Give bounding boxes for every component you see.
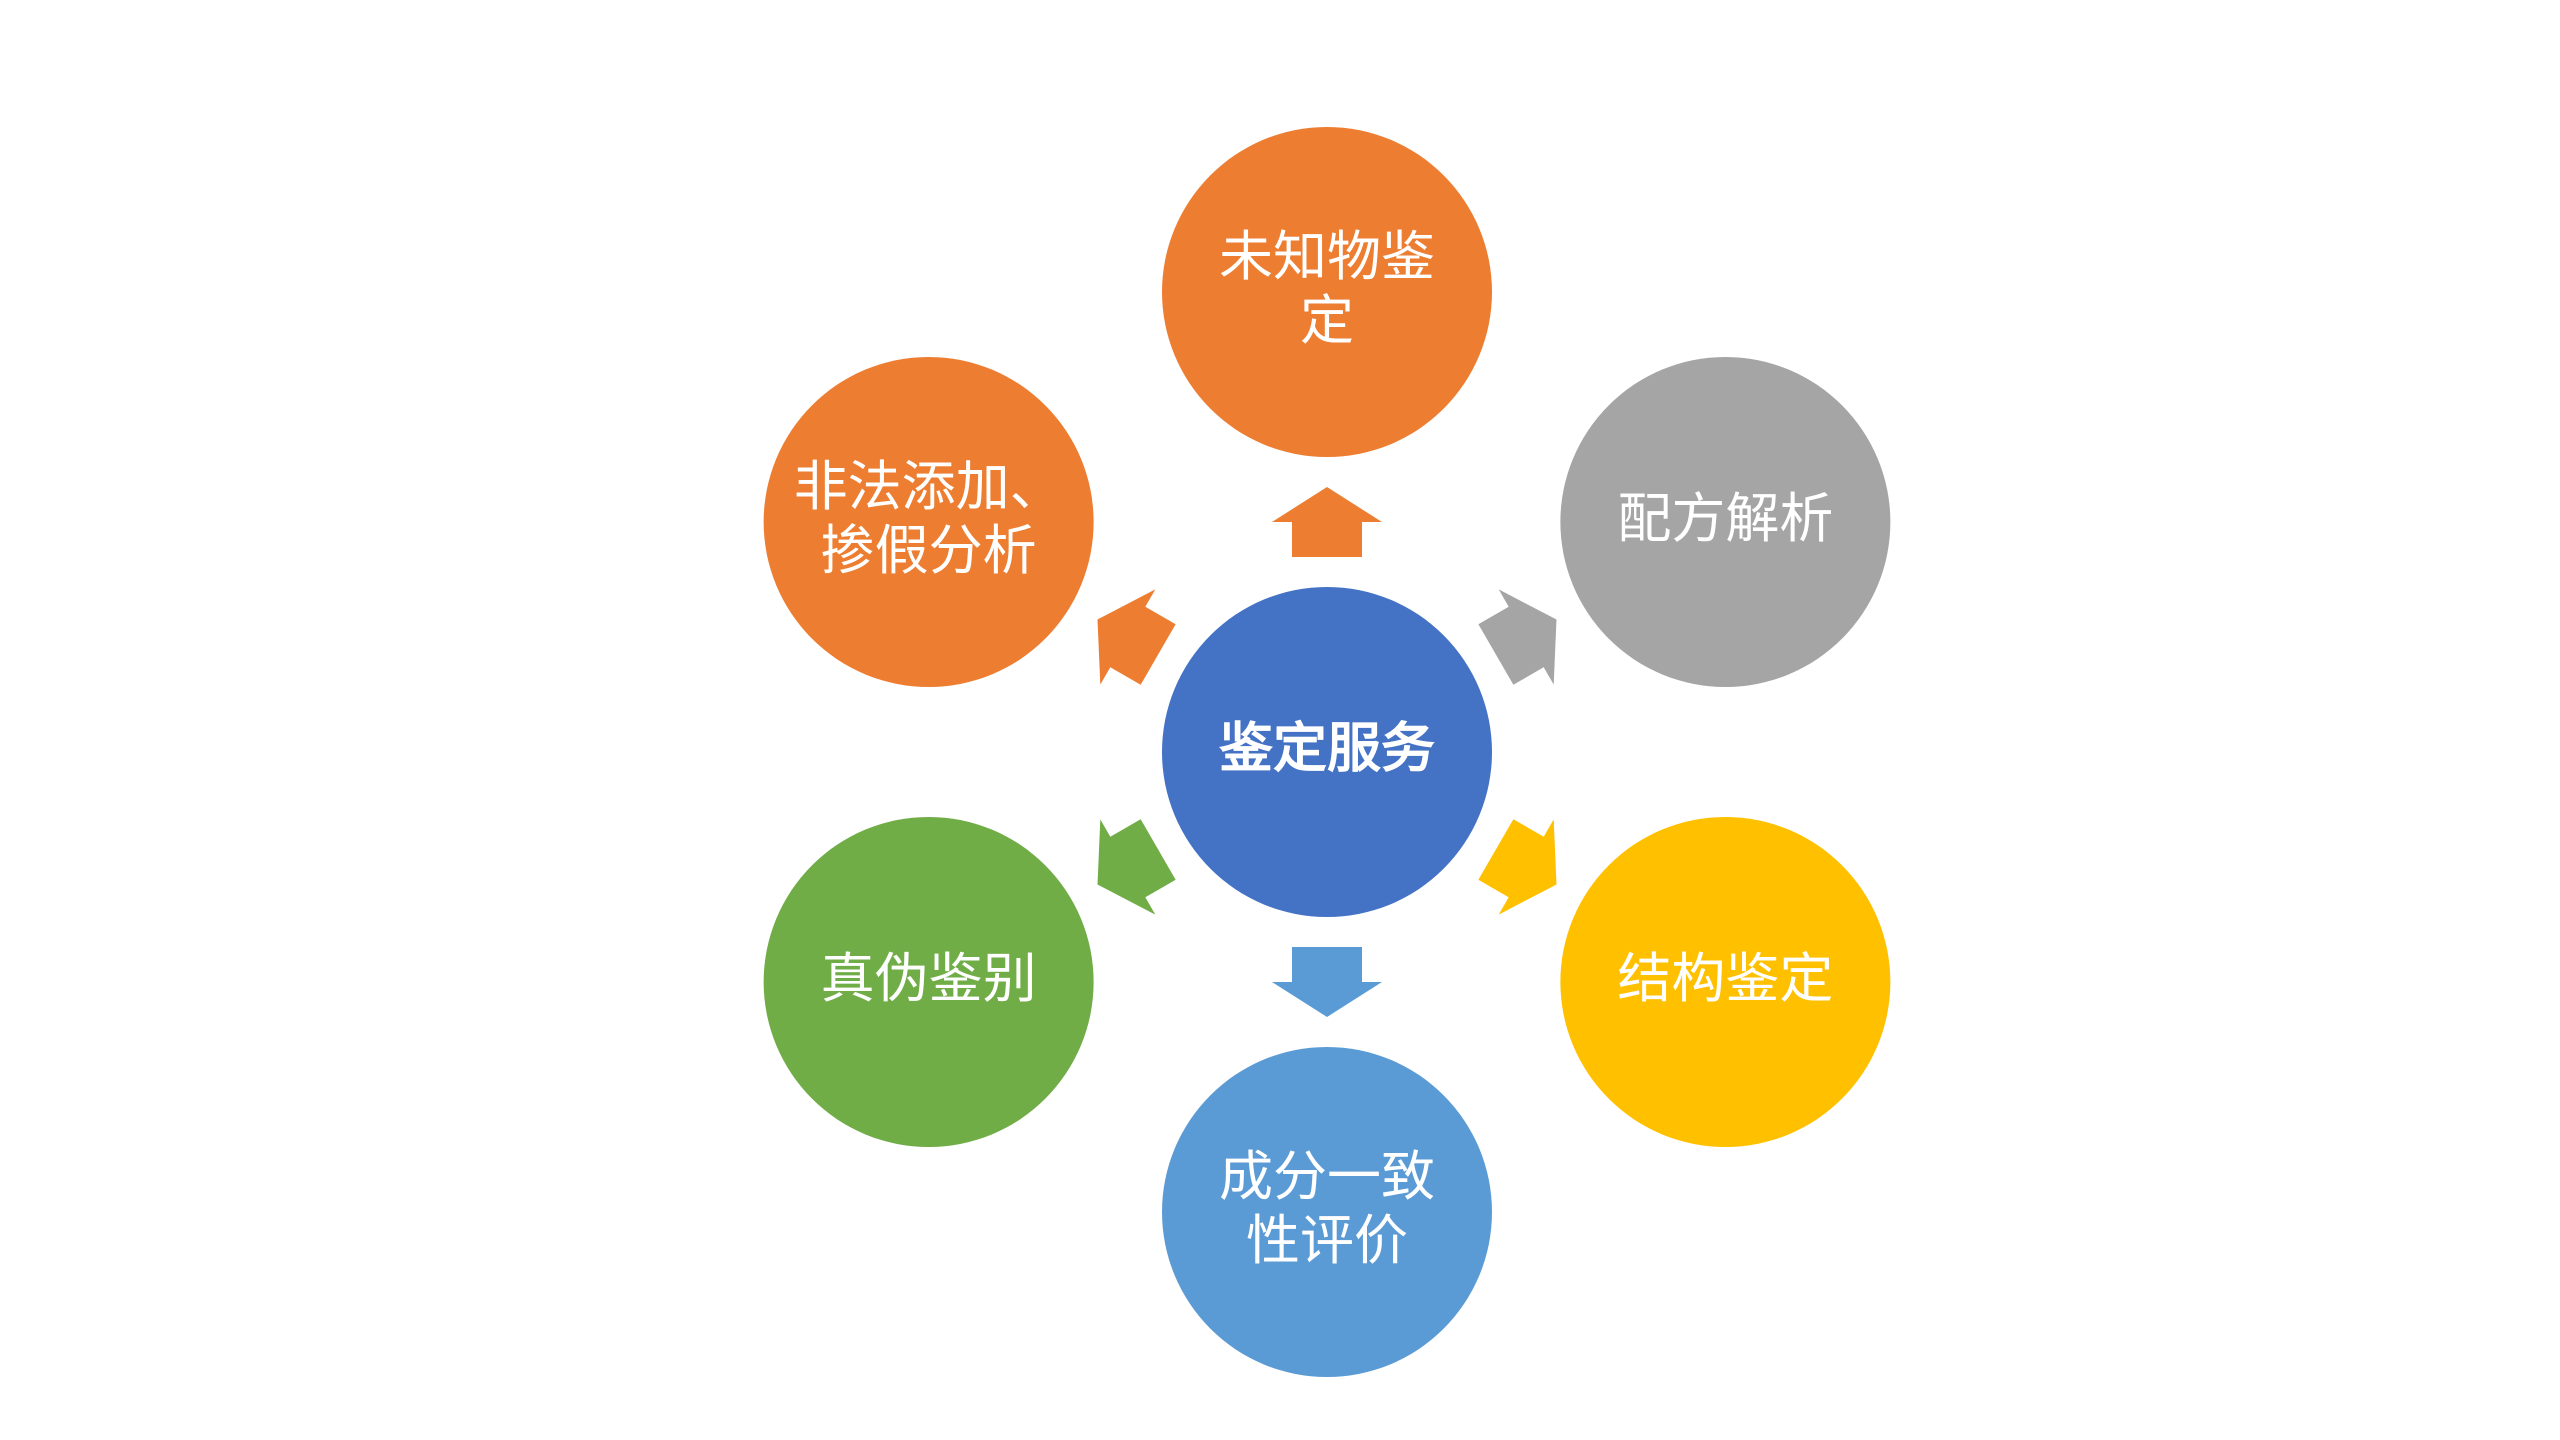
center-node: 鉴定服务 [1162,587,1492,917]
center-label: 鉴定服务 [1219,717,1435,780]
node-circle-authenticity [763,817,1094,1147]
center-circle [1162,587,1492,917]
node-circle-unknown [1162,127,1492,457]
arrow-adulteration [1097,589,1176,685]
node-label-line: 真伪鉴别 [821,947,1037,1010]
node-label-unknown: 未知物鉴定 [1219,225,1435,352]
node-label-structure: 结构鉴定 [1617,947,1833,1010]
node-formula: 配方解析 [1560,357,1891,687]
arrow-formula [1478,589,1557,685]
node-authenticity: 真伪鉴别 [763,817,1094,1147]
node-label-formula: 配方解析 [1617,487,1833,550]
arrow-consistency [1272,947,1382,1017]
arrows-group [1097,487,1557,1017]
node-label-line: 配方解析 [1617,487,1833,550]
node-label-line: 掺假分析 [821,519,1037,582]
node-label-line: 性评价 [1246,1209,1408,1272]
node-label-consistency: 成分一致性评价 [1219,1145,1435,1272]
node-structure: 结构鉴定 [1560,817,1891,1147]
node-unknown: 未知物鉴定 [1162,127,1492,457]
node-label-line: 结构鉴定 [1617,947,1833,1010]
node-circle-formula [1560,357,1891,687]
arrow-structure [1478,819,1557,915]
node-label-line: 定 [1300,289,1354,352]
node-adulteration: 非法添加、掺假分析 [763,357,1094,687]
node-label-line: 成分一致 [1219,1145,1435,1208]
node-label-authenticity: 真伪鉴别 [821,947,1037,1010]
node-circle-consistency [1162,1047,1492,1377]
arrow-authenticity [1097,819,1176,915]
node-label-line: 非法添加、 [794,455,1064,518]
node-circle-adulteration [763,357,1094,687]
node-label-adulteration: 非法添加、掺假分析 [794,455,1064,582]
node-label-line: 未知物鉴 [1219,225,1435,288]
node-circle-structure [1560,817,1891,1147]
arrow-unknown [1272,487,1382,557]
node-consistency: 成分一致性评价 [1162,1047,1492,1377]
